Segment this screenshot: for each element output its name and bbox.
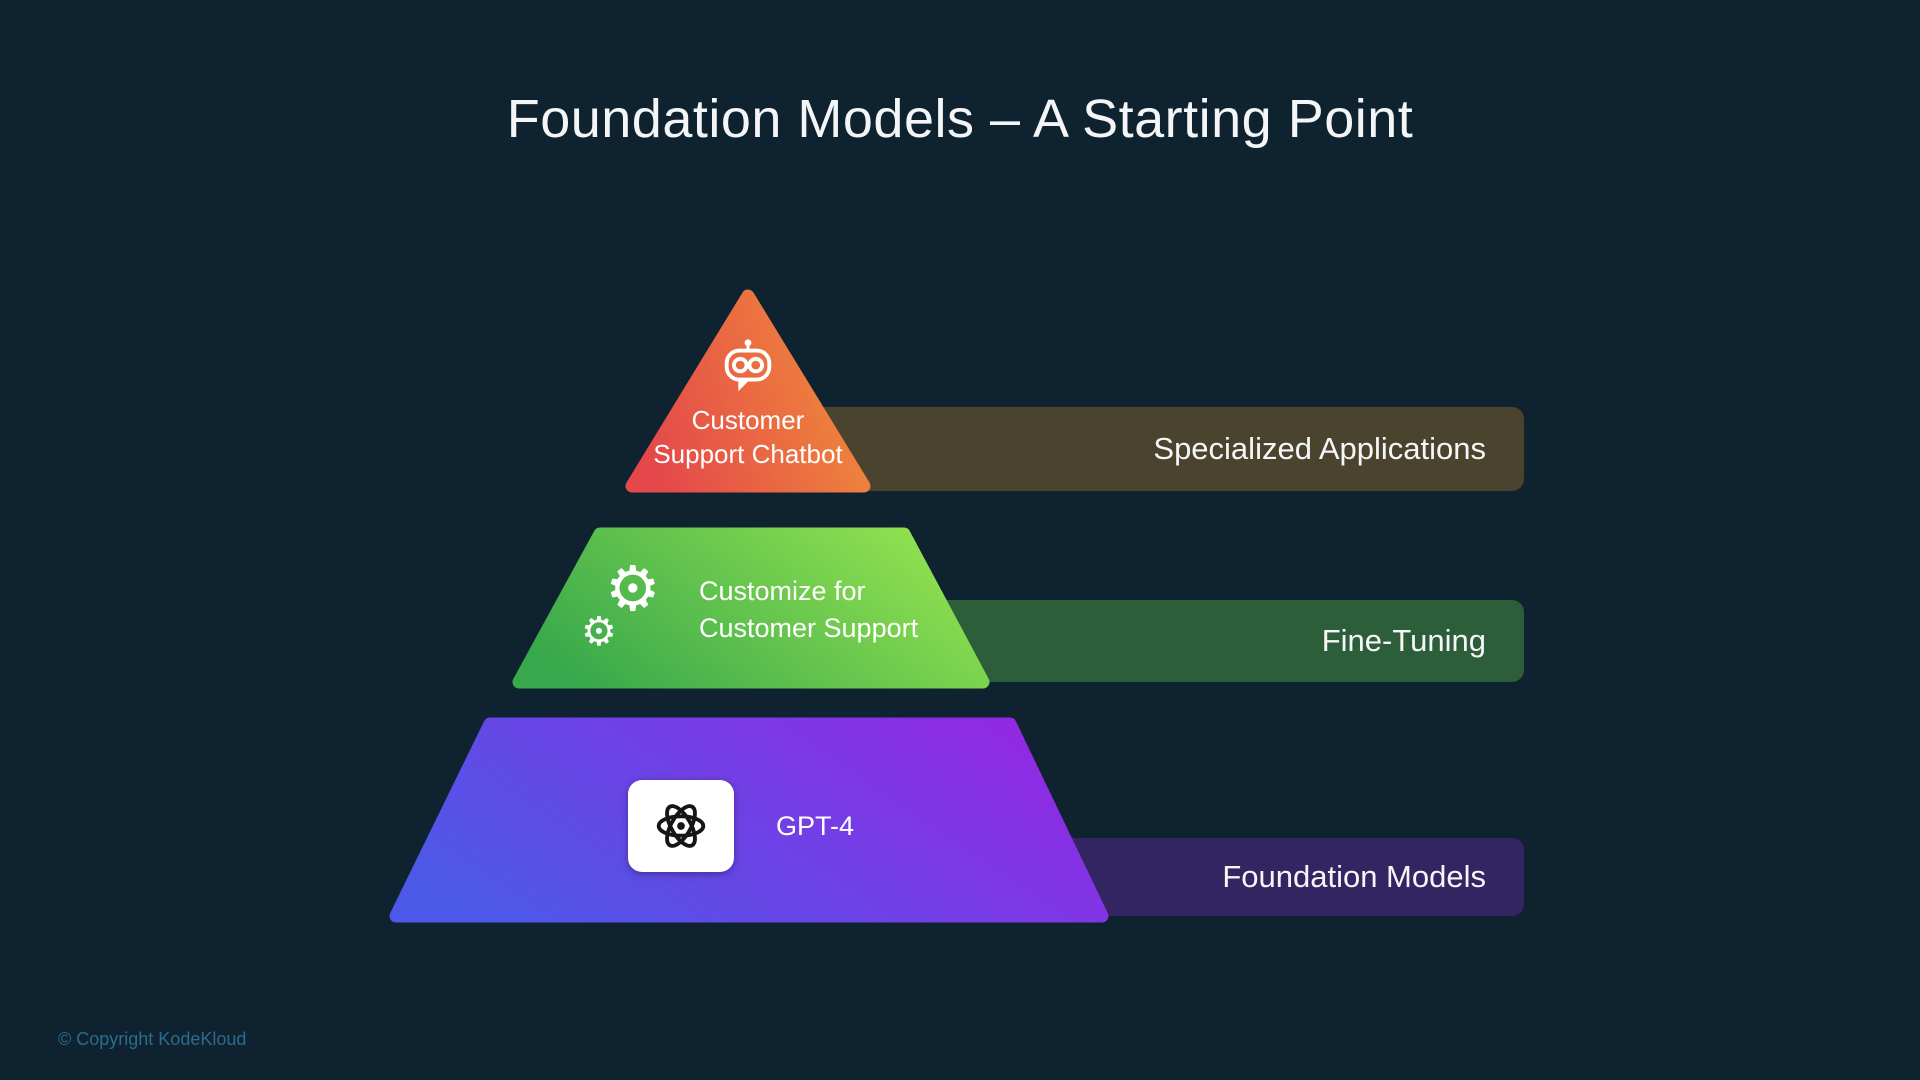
middle-layer-label-line2: Customer Support — [699, 613, 919, 643]
bottom-layer-content: GPT-4 — [628, 780, 854, 872]
pyramid-top-shape — [625, 289, 871, 493]
middle-layer-label: Customize for Customer Support — [699, 573, 918, 647]
bottom-layer-label: GPT-4 — [776, 810, 855, 841]
gear-small-icon: ⚙ — [581, 609, 617, 655]
openai-logo-icon — [656, 804, 706, 848]
bar-label-foundation-models: Foundation Models — [1222, 859, 1486, 894]
pyramid-bottom-shape — [389, 717, 1109, 923]
bar-label-fine-tuning: Fine-Tuning — [1321, 623, 1486, 658]
pyramid-middle-shape — [512, 527, 990, 689]
top-layer-label-line1: Customer — [691, 405, 805, 435]
top-layer-label-line2: Support Chatbot — [653, 439, 843, 469]
gear-large-icon: ⚙ — [605, 552, 661, 625]
chatbot-icon — [724, 339, 772, 392]
gears-icon: ⚙ ⚙ — [575, 558, 685, 668]
copyright-text: © Copyright KodeKloud — [58, 1029, 247, 1049]
top-layer-label: Customer Support Chatbot — [618, 403, 878, 471]
bar-label-specialized-applications: Specialized Applications — [1153, 431, 1486, 466]
page-title: Foundation Models – A Starting Point — [506, 89, 1414, 149]
openai-logo-box — [628, 780, 734, 872]
top-layer-content: Customer Support Chatbot — [618, 336, 878, 471]
bar-specialized-applications: Specialized Applications — [780, 407, 1524, 491]
bar-fine-tuning: Fine-Tuning — [900, 600, 1524, 682]
middle-layer-content: ⚙ ⚙ Customize for Customer Support — [575, 558, 995, 668]
middle-layer-label-line1: Customize for — [699, 576, 866, 606]
